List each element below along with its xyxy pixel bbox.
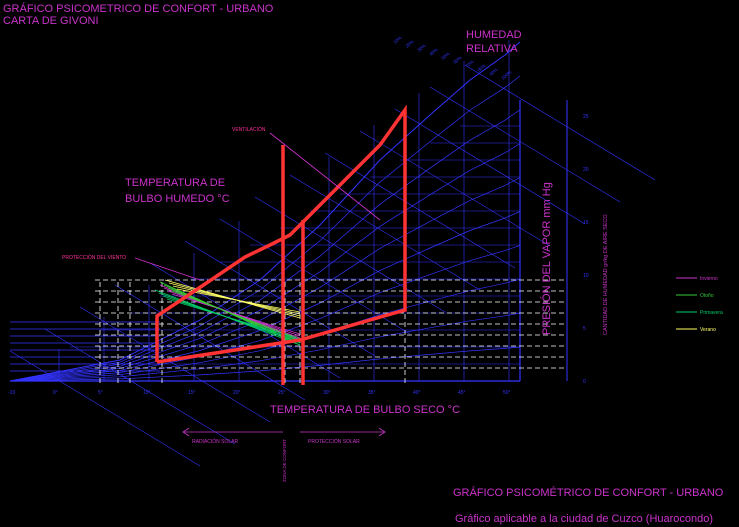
humedad-relativa-label-2: RELATIVA — [466, 43, 518, 55]
radiacion-solar-label: RADIACIÓN SOLAR — [192, 438, 239, 445]
ventilation-zone — [155, 104, 407, 364]
x-tick-label: 15° — [188, 390, 196, 396]
y-tick-label: 10 — [583, 273, 589, 279]
rh-tick-label: 90% — [488, 67, 498, 77]
rh-curve-4 — [9, 177, 521, 382]
y-tick-label: 20 — [583, 167, 589, 173]
rh-tick-label: 40% — [428, 47, 438, 57]
rh-curve-8 — [9, 312, 521, 382]
cantidad-humedad-label: CANTIDAD DE HUMEDAD gr/kg DE AIRE SECO — [603, 214, 609, 335]
x-tick-label: 35° — [368, 390, 376, 396]
x-tick-label: 30° — [323, 390, 331, 396]
bulbo-humedo-label-2: BULBO HUMEDO °C — [125, 193, 230, 205]
x-tick-label: 0° — [53, 390, 58, 396]
wetbulb-line-6 — [219, 218, 411, 335]
x-tick-label: -10 — [8, 390, 15, 396]
proteccion-solar-arrow — [300, 427, 386, 437]
wetbulb-line-11 — [394, 108, 586, 225]
x-tick-label: 10° — [143, 390, 151, 396]
bulbo-seco-label: TEMPERATURA DE BULBO SECO °C — [270, 404, 460, 416]
rh-tick-label: 60% — [452, 55, 462, 65]
rh-curve-3 — [9, 143, 521, 382]
rh-tick-label: 20% — [404, 39, 414, 49]
rh-tick-label: 100% — [500, 70, 512, 81]
wetbulb-line-9 — [324, 152, 516, 269]
rh-tick-label: 70% — [464, 59, 474, 69]
wetbulb-line-2 — [79, 306, 271, 423]
y-tick-label: 5 — [583, 326, 586, 332]
x-tick-label: 50° — [503, 390, 511, 396]
season-line-0-3 — [171, 293, 301, 335]
proteccion-solar-label: PROTECCIÓN SOLAR — [308, 438, 360, 445]
wetbulb-line-1 — [44, 328, 236, 445]
x-tick-label: 25° — [278, 390, 286, 396]
rh-tick-label: 80% — [476, 63, 486, 73]
rh-curve-2 — [9, 109, 521, 382]
wetbulb-line-12 — [429, 86, 621, 203]
legend-label: Primavera — [700, 310, 723, 316]
y-tick-label: 25 — [583, 114, 589, 120]
wetbulb-line-8 — [289, 174, 481, 291]
wetbulb-line-0 — [9, 350, 201, 467]
footer-subtitle: Gráfico aplicable a la ciudad de Cuzco (… — [455, 513, 713, 525]
proteccion-viento-label: PROTECCIÓN DEL VIENTO — [62, 254, 126, 261]
rh-curve-9 — [9, 346, 521, 382]
footer-title: GRÁFICO PSICOMÉTRICO DE CONFORT - URBANO — [453, 486, 724, 499]
ventilacion-pointer — [269, 132, 381, 221]
wetbulb-line-5 — [184, 240, 376, 357]
ventilacion-label: VENTILACIÓN — [232, 126, 266, 133]
x-tick-label: 40° — [413, 390, 421, 396]
radiacion-solar-arrow — [182, 427, 283, 437]
x-tick-label: 5° — [98, 390, 103, 396]
season-line-2-3 — [166, 298, 301, 340]
wetbulb-line-10 — [359, 130, 551, 247]
chart-grid: -10 0° 5° 10° 15° 20° 25° 30° 35° 40° 45° 50° 0 5 10 15… — [8, 35, 656, 467]
rh-tick-label: 50% — [440, 51, 450, 61]
x-tick-label: 45° — [458, 390, 466, 396]
rh-curve-6 — [9, 245, 521, 382]
comfort-zone-outline — [155, 104, 407, 385]
zona-confort-label: ZONA DE CONFORT — [282, 439, 287, 482]
chart-subtitle: CARTA DE GIVONI — [3, 15, 99, 27]
legend-label: Invierno — [700, 276, 718, 282]
rh-tick-label: 10% — [392, 35, 402, 45]
presion-vapor-label: PRESIÓN DEL VAPOR mm Hg — [540, 182, 553, 335]
y-tick-label: 0 — [583, 379, 586, 385]
season-line-1-3 — [171, 290, 301, 340]
bulbo-humedo-label-1: TEMPERATURA DE — [125, 177, 225, 189]
legend-label: Otoño — [700, 293, 714, 299]
humedad-relativa-label-1: HUMEDAD — [466, 29, 522, 41]
wetbulb-line-13 — [464, 64, 656, 181]
y-tick-label: 15 — [583, 220, 589, 226]
wetbulb-line-7 — [254, 196, 446, 313]
season-line-3-3 — [176, 288, 301, 313]
rh-tick-label: 30% — [416, 43, 426, 53]
x-tick-label: 20° — [233, 390, 241, 396]
chart-title: GRÁFICO PSICOMETRICO DE CONFORT - URBANO — [3, 2, 274, 15]
proteccion-viento-pointer — [134, 257, 201, 281]
saturation-curve — [9, 41, 521, 382]
legend-label: Verano — [700, 327, 716, 333]
